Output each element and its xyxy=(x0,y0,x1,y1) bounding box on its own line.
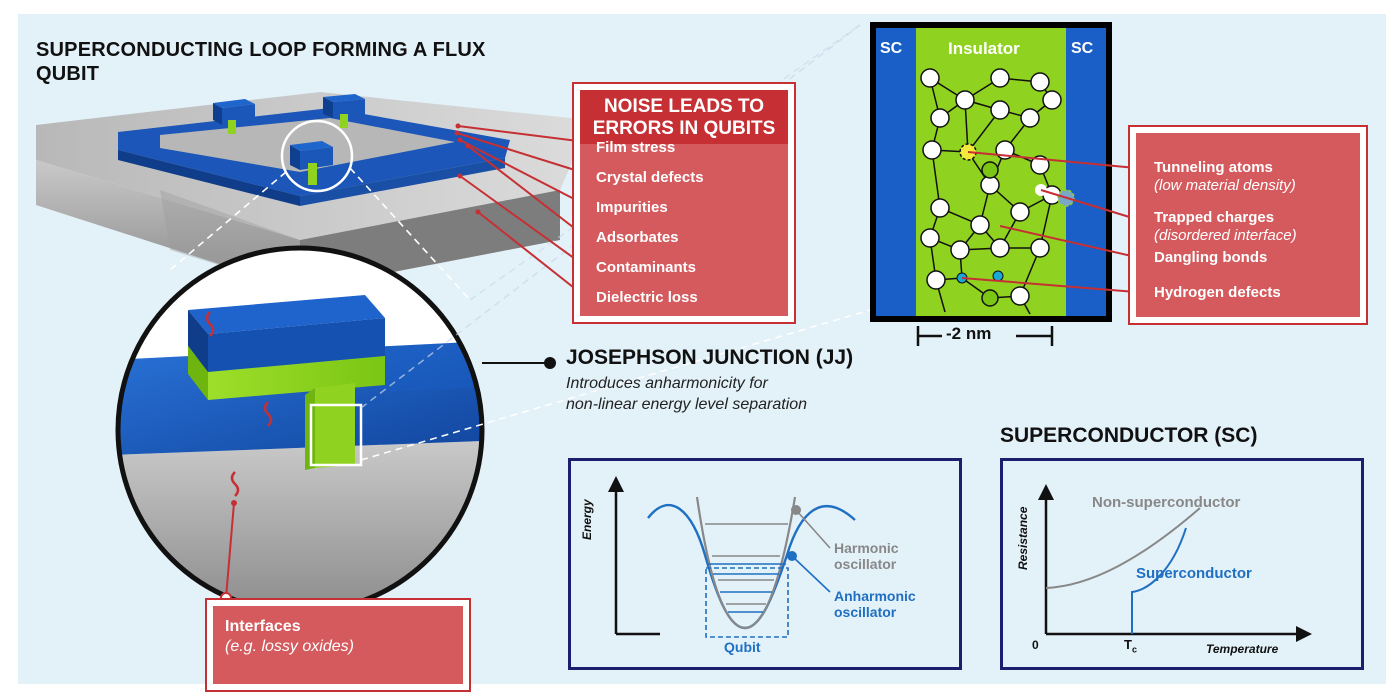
noise-item: Dielectric loss xyxy=(596,289,698,306)
noise-heading: NOISE LEADS TO ERRORS IN QUBITS xyxy=(580,90,788,144)
sc-section-title: SUPERCONDUCTOR (SC) xyxy=(1000,424,1258,447)
qubit-label: Qubit xyxy=(724,639,761,655)
scale-label: -2 nm xyxy=(946,324,992,343)
scale-bar xyxy=(916,326,1054,346)
zoom-marker-circle xyxy=(280,119,354,193)
defect-label: Hydrogen defects xyxy=(1154,284,1281,301)
resistance-plot xyxy=(1038,484,1312,642)
substrate-front xyxy=(36,160,300,290)
harmonic-label: Harmonic oscillator xyxy=(834,540,899,572)
jj-line: non-linear energy level separation xyxy=(566,396,808,413)
jj-line: Introduces anharmonicity for xyxy=(566,375,768,392)
page-title: SUPERCONDUCTING LOOP FORMING A FLUX QUBI… xyxy=(36,39,486,85)
energy-panel xyxy=(568,458,962,670)
energy-axis-label: Energy xyxy=(580,499,594,540)
energy-plot xyxy=(608,476,856,638)
jj-title: JOSEPHSON JUNCTION (JJ) xyxy=(566,346,854,369)
noise-item: Film stress xyxy=(596,139,676,156)
anharmonic-line: Anharmonic xyxy=(834,588,916,604)
harmonic-line: oscillator xyxy=(834,556,897,572)
noise-item: Contaminants xyxy=(596,259,697,276)
defect-label: Trapped charges xyxy=(1154,209,1275,226)
noise-item: Impurities xyxy=(596,199,668,216)
superconductor-label: Superconductor xyxy=(1136,565,1252,582)
jj-pointer-dot xyxy=(544,357,556,369)
tc-sub: c xyxy=(1131,644,1137,655)
defect-label: Tunneling atoms xyxy=(1154,159,1273,176)
anharmonic-line: oscillator xyxy=(834,604,897,620)
sc-right-label: SC xyxy=(1071,40,1094,57)
jj-description: Introduces anharmonicity for non-linear … xyxy=(566,373,886,415)
noise-item: Crystal defects xyxy=(596,169,704,186)
temperature-axis-label: Temperature xyxy=(1206,642,1279,656)
tc-label: Tc xyxy=(1124,637,1137,655)
resistance-axis-label: Resistance xyxy=(1016,506,1030,570)
interfaces-label: Interfaces xyxy=(225,618,301,635)
insulator-label: Insulator xyxy=(948,39,1020,58)
noise-sources-box: NOISE LEADS TO ERRORS IN QUBITS Film str… xyxy=(572,82,796,324)
sc-left-label: SC xyxy=(880,40,903,57)
defects-box: Tunneling atoms (low material density) T… xyxy=(1128,125,1368,325)
magnified-junction xyxy=(118,248,482,612)
junction-cross-section xyxy=(870,22,1112,322)
origin-label: 0 xyxy=(1032,638,1039,652)
defect-sub: (low material density) xyxy=(1154,177,1296,194)
noise-item: Adsorbates xyxy=(596,229,679,246)
non-superconductor-label: Non-superconductor xyxy=(1092,494,1241,511)
interfaces-sub: (e.g. lossy oxides) xyxy=(225,638,354,655)
superconducting-loop xyxy=(118,94,510,206)
defect-label: Dangling bonds xyxy=(1154,249,1268,266)
defect-sub: (disordered interface) xyxy=(1154,227,1297,244)
tc-main: T xyxy=(1124,637,1132,652)
harmonic-line: Harmonic xyxy=(834,540,899,556)
interfaces-box: Interfaces (e.g. lossy oxides) xyxy=(205,598,471,692)
resistance-panel xyxy=(1000,458,1364,670)
anharmonic-label: Anharmonic oscillator xyxy=(834,588,916,620)
